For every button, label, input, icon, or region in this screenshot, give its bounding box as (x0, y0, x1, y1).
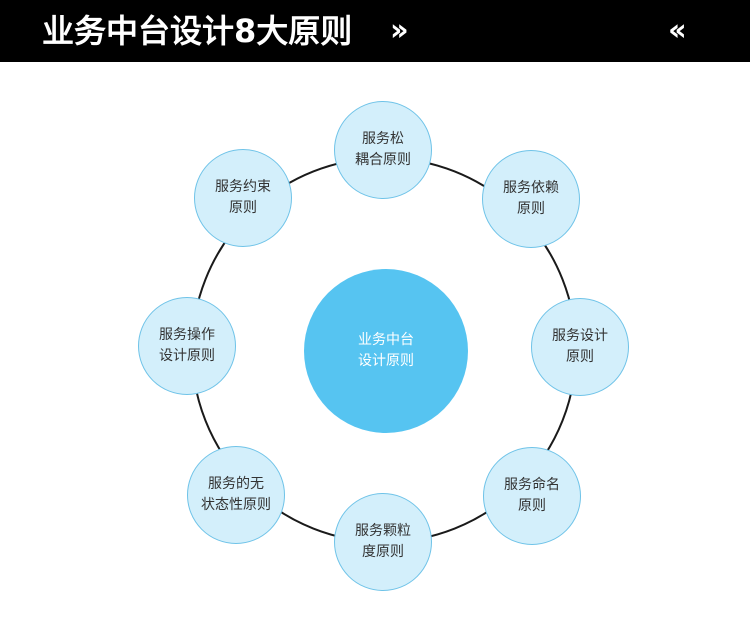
node-label: 服务操作 设计原则 (159, 327, 215, 364)
page-title: 业务中台设计8大原则 (42, 12, 353, 50)
center-node-label: 业务中台 设计原则 (358, 332, 414, 369)
node-operation-design: 服务操作 设计原则 (138, 297, 236, 395)
node-label: 服务设计 原则 (552, 328, 608, 365)
node-label: 服务颗粒 度原则 (355, 523, 411, 560)
principles-diagram: 业务中台 设计原则 服务松 耦合原则 服务依赖 原则 服务设计 原则 服务命名 … (0, 62, 750, 637)
node-design: 服务设计 原则 (531, 298, 629, 396)
node-label: 服务依赖 原则 (503, 180, 559, 217)
center-node: 业务中台 设计原则 (304, 269, 468, 433)
node-dependency: 服务依赖 原则 (482, 150, 580, 248)
node-label: 服务的无 状态性原则 (201, 476, 271, 513)
double-chevron-left-icon: ‹‹ (668, 13, 687, 48)
node-label: 服务松 耦合原则 (355, 131, 411, 168)
node-statelessness: 服务的无 状态性原则 (187, 446, 285, 544)
node-label: 服务命名 原则 (504, 477, 560, 514)
node-label: 服务约束 原则 (215, 179, 271, 216)
node-naming: 服务命名 原则 (483, 447, 581, 545)
double-chevron-right-icon: ›› (390, 13, 409, 48)
node-granularity: 服务颗粒 度原则 (334, 493, 432, 591)
node-constraint: 服务约束 原则 (194, 149, 292, 247)
node-loose-coupling: 服务松 耦合原则 (334, 101, 432, 199)
header-bar: 业务中台设计8大原则 ›› ‹‹ (0, 0, 750, 62)
